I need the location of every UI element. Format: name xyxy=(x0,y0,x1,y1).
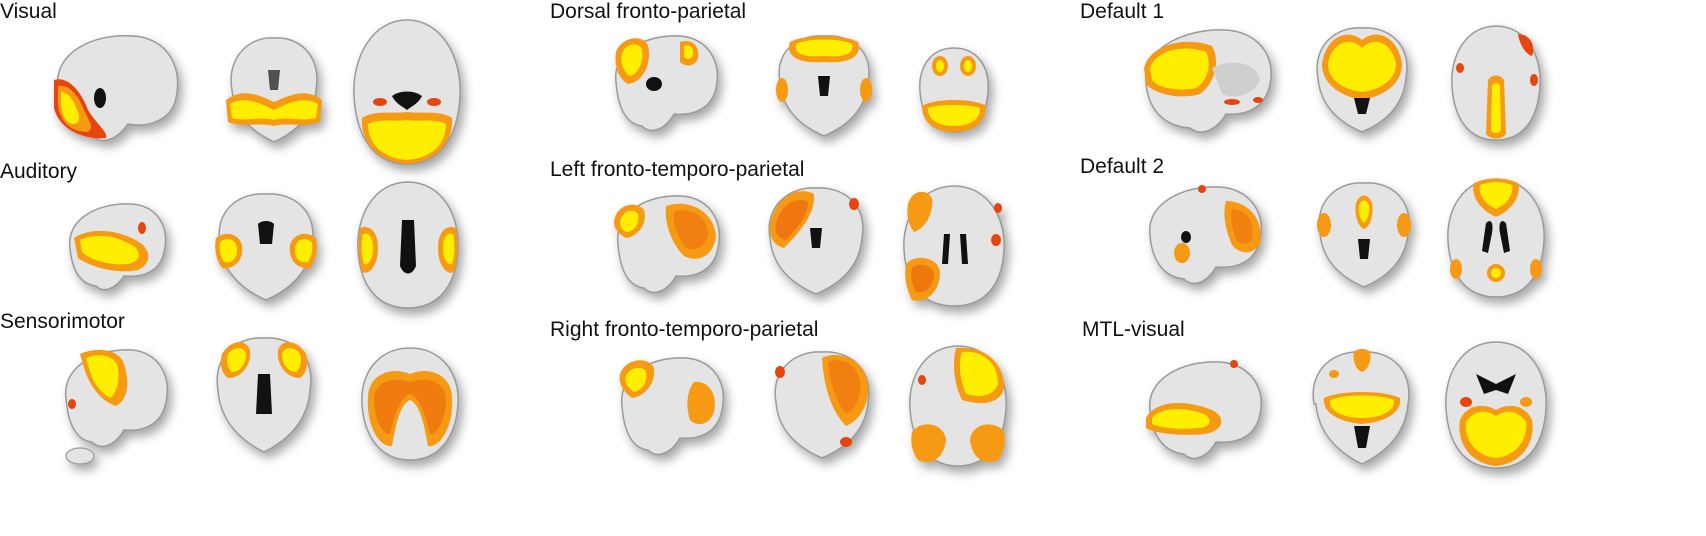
network-label: Left fronto-temporo-parietal xyxy=(550,158,805,181)
network-panel-mtl-visual: MTL-visual xyxy=(1082,318,1602,488)
brain-sagittal-view xyxy=(1146,360,1262,460)
brain-views xyxy=(1146,341,1547,469)
brain-sagittal-view xyxy=(65,349,169,465)
brain-coronal-view xyxy=(216,337,312,453)
network-label: Default 2 xyxy=(1080,155,1165,178)
network-panel-left-fronto-temporo-parietal: Left fronto-temporo-parietal xyxy=(550,158,1070,308)
network-panel-visual: Visual xyxy=(0,0,560,165)
brain-coronal-view xyxy=(215,193,317,301)
network-label: Visual xyxy=(0,0,57,23)
network-panel-default-2: Default 2 xyxy=(1080,155,1600,315)
brain-sagittal-view xyxy=(615,35,718,132)
brain-sagittal-view xyxy=(69,203,167,291)
brain-axial-view xyxy=(903,185,1005,307)
brain-coronal-view xyxy=(774,351,870,459)
brain-coronal-view xyxy=(1317,182,1411,288)
brain-views xyxy=(65,337,459,465)
brain-axial-view xyxy=(353,19,461,165)
network-panel-right-fronto-temporo-parietal: Right fronto-temporo-parietal xyxy=(550,318,1070,478)
brain-sagittal-view xyxy=(54,34,179,142)
brain-views xyxy=(1144,25,1541,141)
brain-axial-view xyxy=(361,347,459,461)
network-label: MTL-visual xyxy=(1082,318,1185,341)
brain-views xyxy=(615,35,989,137)
brain-axial-view xyxy=(1445,341,1547,469)
network-label: Auditory xyxy=(0,160,78,183)
brain-views xyxy=(619,345,1007,467)
brain-sagittal-view xyxy=(1149,185,1262,285)
brain-coronal-view xyxy=(226,37,322,143)
network-panel-default-1: Default 1 xyxy=(1080,0,1600,150)
brain-axial-view xyxy=(919,47,989,133)
brain-views xyxy=(69,181,459,309)
network-panel-sensorimotor: Sensorimotor xyxy=(0,310,560,470)
brain-coronal-view xyxy=(1316,27,1408,133)
brain-sagittal-view xyxy=(1144,29,1272,133)
brain-axial-view xyxy=(357,181,459,309)
network-label: Right fronto-temporo-parietal xyxy=(550,318,819,341)
brain-coronal-view xyxy=(776,35,872,137)
brain-coronal-view xyxy=(768,187,864,295)
network-panel-auditory: Auditory xyxy=(0,160,560,310)
network-label: Sensorimotor xyxy=(0,310,125,333)
network-label: Default 1 xyxy=(1080,0,1165,23)
network-panel-dorsal-fronto-parietal: Dorsal fronto-parietal xyxy=(550,0,1070,160)
brain-coronal-view xyxy=(1312,349,1410,465)
brain-views xyxy=(54,19,461,165)
brain-views xyxy=(614,185,1005,307)
brain-axial-view xyxy=(909,345,1007,467)
brain-sagittal-view xyxy=(619,357,724,456)
brain-views xyxy=(1149,178,1545,298)
brain-axial-view xyxy=(1447,178,1545,298)
brain-axial-view xyxy=(1451,25,1541,141)
network-label: Dorsal fronto-parietal xyxy=(550,0,747,23)
brain-sagittal-view xyxy=(614,195,720,294)
